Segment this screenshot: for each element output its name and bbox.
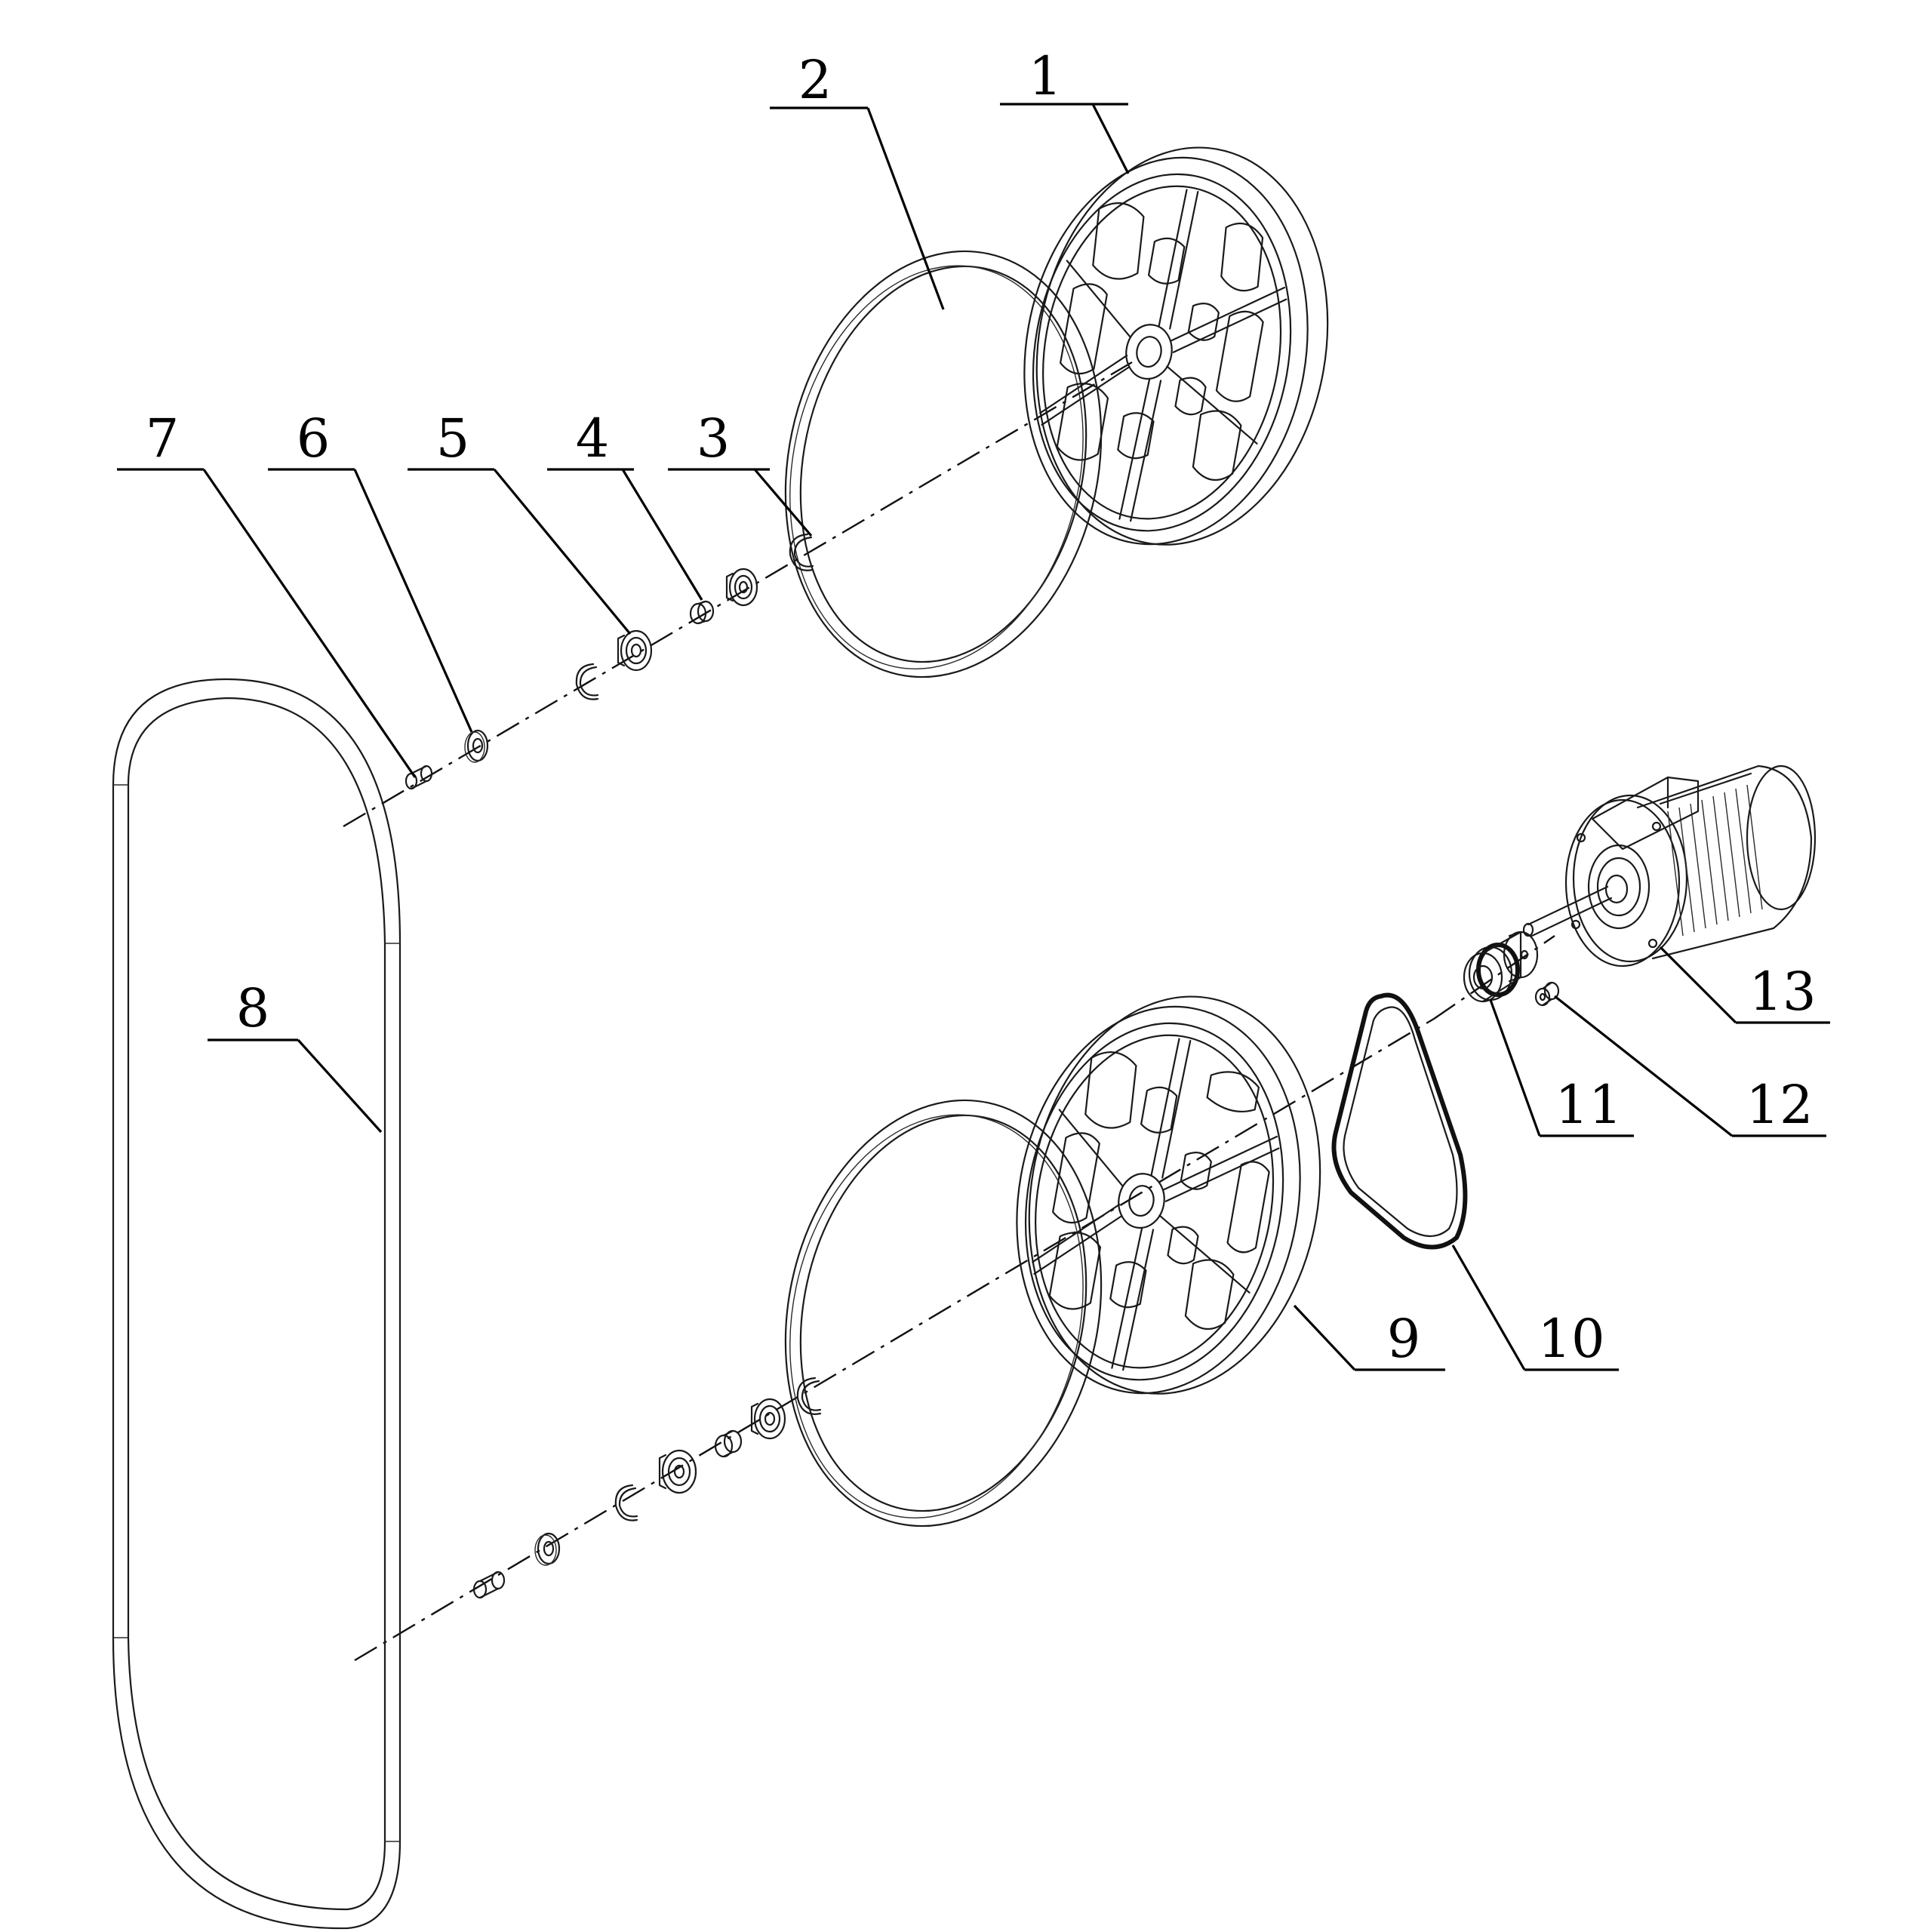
callout-7: 7 xyxy=(146,408,180,469)
callout-1: 1 xyxy=(1029,45,1063,107)
lower-circlip xyxy=(796,1377,822,1415)
lower-shaft-bolt xyxy=(472,1571,506,1599)
callout-6: 6 xyxy=(297,408,331,469)
saw-blade-loop xyxy=(112,678,401,1930)
lower-washer xyxy=(534,1532,561,1566)
callout-leaders xyxy=(117,103,1830,1371)
upper-circlip xyxy=(789,533,814,571)
callout-4: 4 xyxy=(576,408,610,469)
lower-bearing-inner xyxy=(750,1398,786,1440)
upper-retaining-ring xyxy=(575,663,599,700)
lower-spacer xyxy=(714,1429,743,1458)
lower-retaining-ring xyxy=(614,1484,638,1521)
callout-3: 3 xyxy=(697,408,731,469)
callout-9: 9 xyxy=(1387,1308,1421,1370)
callout-labels: 1 2 3 4 5 6 7 8 9 10 11 12 13 xyxy=(146,45,1817,1370)
motor-shaft-axis xyxy=(1433,935,1555,1020)
callout-10: 10 xyxy=(1537,1308,1604,1370)
callout-8: 8 xyxy=(236,977,270,1039)
motor-pulley xyxy=(1463,931,1539,1003)
upper-shaft-bolt xyxy=(405,764,433,790)
lower-wheel xyxy=(1016,995,1321,1395)
callout-13: 13 xyxy=(1749,961,1816,1023)
callout-11: 11 xyxy=(1555,1074,1622,1136)
upper-bearing-outer xyxy=(617,629,653,672)
set-screw xyxy=(1534,981,1560,1007)
upper-washer xyxy=(464,729,489,763)
callout-12: 12 xyxy=(1746,1074,1813,1136)
upper-wheel-tire xyxy=(784,250,1103,678)
drive-belt xyxy=(1331,992,1468,1250)
upper-bearing-inner xyxy=(725,568,758,607)
lower-wheel-axis xyxy=(354,1017,1435,1662)
callout-2: 2 xyxy=(798,49,832,111)
callout-5: 5 xyxy=(436,408,470,469)
upper-spacer xyxy=(689,600,715,625)
upper-wheel xyxy=(1023,146,1329,546)
lower-bearing-outer xyxy=(658,1449,697,1494)
electric-motor xyxy=(1522,764,1817,968)
lower-wheel-tire xyxy=(784,1099,1103,1527)
